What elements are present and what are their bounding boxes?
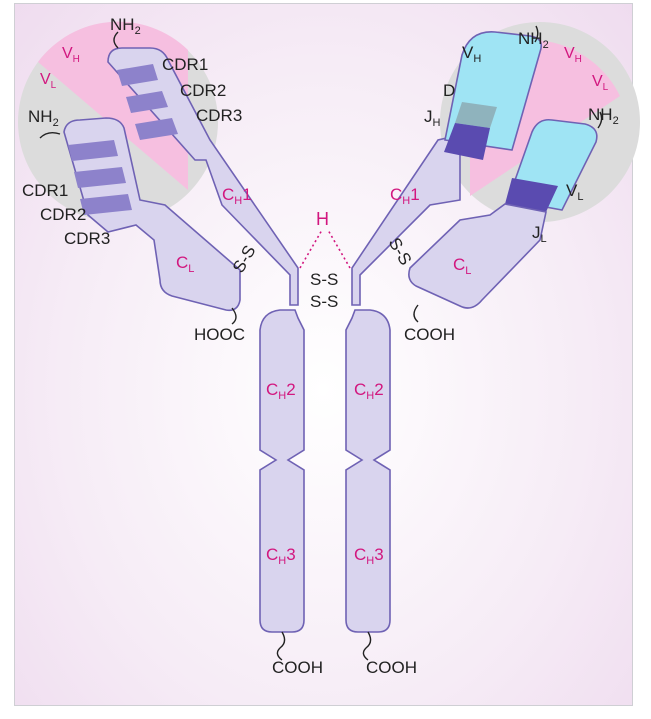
left-heavy-cdr1-stripe (117, 64, 158, 86)
right-ch2-label: CH2 (354, 380, 384, 402)
right-light-chain (408, 118, 598, 309)
left-light-labels: NH2 CDR1 CDR2 CDR3 (22, 107, 110, 248)
left-heavy-nh2-tail (113, 31, 119, 49)
left-stem-outline (259, 309, 305, 633)
hinge-region: H (299, 209, 351, 269)
left-heavy-cdr3-label: CDR3 (196, 106, 242, 125)
right-vh-zone-label: VH (564, 45, 582, 65)
left-heavy-cdr2-stripe (126, 91, 168, 113)
right-stem-outline (345, 309, 391, 633)
left-heavy-cdr2-label: CDR2 (180, 81, 226, 100)
right-light-constant (408, 203, 547, 309)
left-light-chain (63, 117, 241, 312)
left-heavy-nh2-label: NH2 (110, 15, 141, 37)
left-light-nh2-label: NH2 (28, 107, 59, 129)
left-light-cdr3-stripe (80, 194, 132, 215)
heavy-chain-stem-right (345, 309, 391, 633)
right-cooh-tail (362, 631, 372, 661)
right-heavy-d-segment (455, 102, 497, 128)
left-light-hooc-label: HOOC (194, 325, 245, 344)
right-light-labels: NH2 VL JL (532, 105, 619, 245)
right-light-j-segment (505, 178, 558, 212)
right-heavy-vh-label: VH (462, 43, 481, 65)
right-heavy-cooh-label: COOH (366, 658, 417, 677)
left-heavy-cdr-stripes (117, 64, 178, 140)
right-light-vl-label: VL (566, 181, 583, 203)
left-ch2-label: CH2 (266, 380, 296, 402)
right-heavy-j-segment (444, 123, 490, 160)
hinge-line-right (327, 229, 351, 269)
left-light-cdr-stripes (68, 140, 132, 215)
left-light-nh2-tail (39, 131, 61, 139)
left-ch3-label: CH3 (266, 545, 296, 567)
right-light-nh2-tail (597, 111, 603, 129)
left-vh-zone-label: VH (62, 45, 80, 65)
disulfide-bond-upper: S-S (310, 270, 338, 289)
left-light-cdr1-label: CDR1 (22, 181, 68, 200)
right-light-nh2-label: NH2 (588, 105, 619, 127)
left-light-cdr2-label: CDR2 (40, 205, 86, 224)
left-heavy-cdr3-stripe (135, 118, 178, 140)
right-heavy-nh2-label: NH2 (518, 29, 549, 51)
left-heavy-cdr1-label: CDR1 (162, 55, 208, 74)
left-light-tail (231, 307, 237, 325)
left-heavy-chain (107, 47, 299, 306)
right-cl-label: CL (453, 255, 471, 277)
hinge-label: H (316, 209, 329, 229)
right-ch1-label: CH1 (390, 185, 420, 207)
right-light-jl-label: JL (532, 223, 547, 245)
right-heavy-chain-constant (351, 133, 461, 306)
disulfide-bond-lower: S-S (310, 292, 338, 311)
left-light-chain-outline (63, 117, 241, 312)
right-heavy-nh2-tail (534, 25, 539, 43)
right-light-cooh-label: COOH (404, 325, 455, 344)
left-heavy-cooh-label: COOH (272, 658, 323, 677)
left-cl-label: CL (176, 253, 194, 275)
right-light-tail (413, 304, 419, 323)
right-ch3-label: CH3 (354, 545, 384, 567)
right-vl-zone-label: VL (592, 73, 609, 93)
right-heavy-chain (351, 31, 543, 306)
right-heavy-labels: NH2 VH D JH (424, 29, 549, 129)
right-heavy-d-label: D (443, 81, 455, 100)
left-ch1-label: CH1 (222, 185, 252, 207)
right-heavy-jh-label: JH (424, 107, 441, 129)
left-light-cdr2-stripe (74, 167, 126, 188)
left-cooh-tail (276, 631, 286, 661)
left-heavy-chain-outline (107, 47, 299, 306)
left-light-cdr3-label: CDR3 (64, 229, 110, 248)
left-heavy-labels: NH2 CDR1 CDR2 CDR3 (110, 15, 242, 125)
left-vl-zone-label: VL (40, 71, 57, 91)
hinge-line-left (299, 229, 323, 269)
heavy-chain-stem-left (259, 309, 305, 633)
left-light-cdr1-stripe (68, 140, 118, 161)
